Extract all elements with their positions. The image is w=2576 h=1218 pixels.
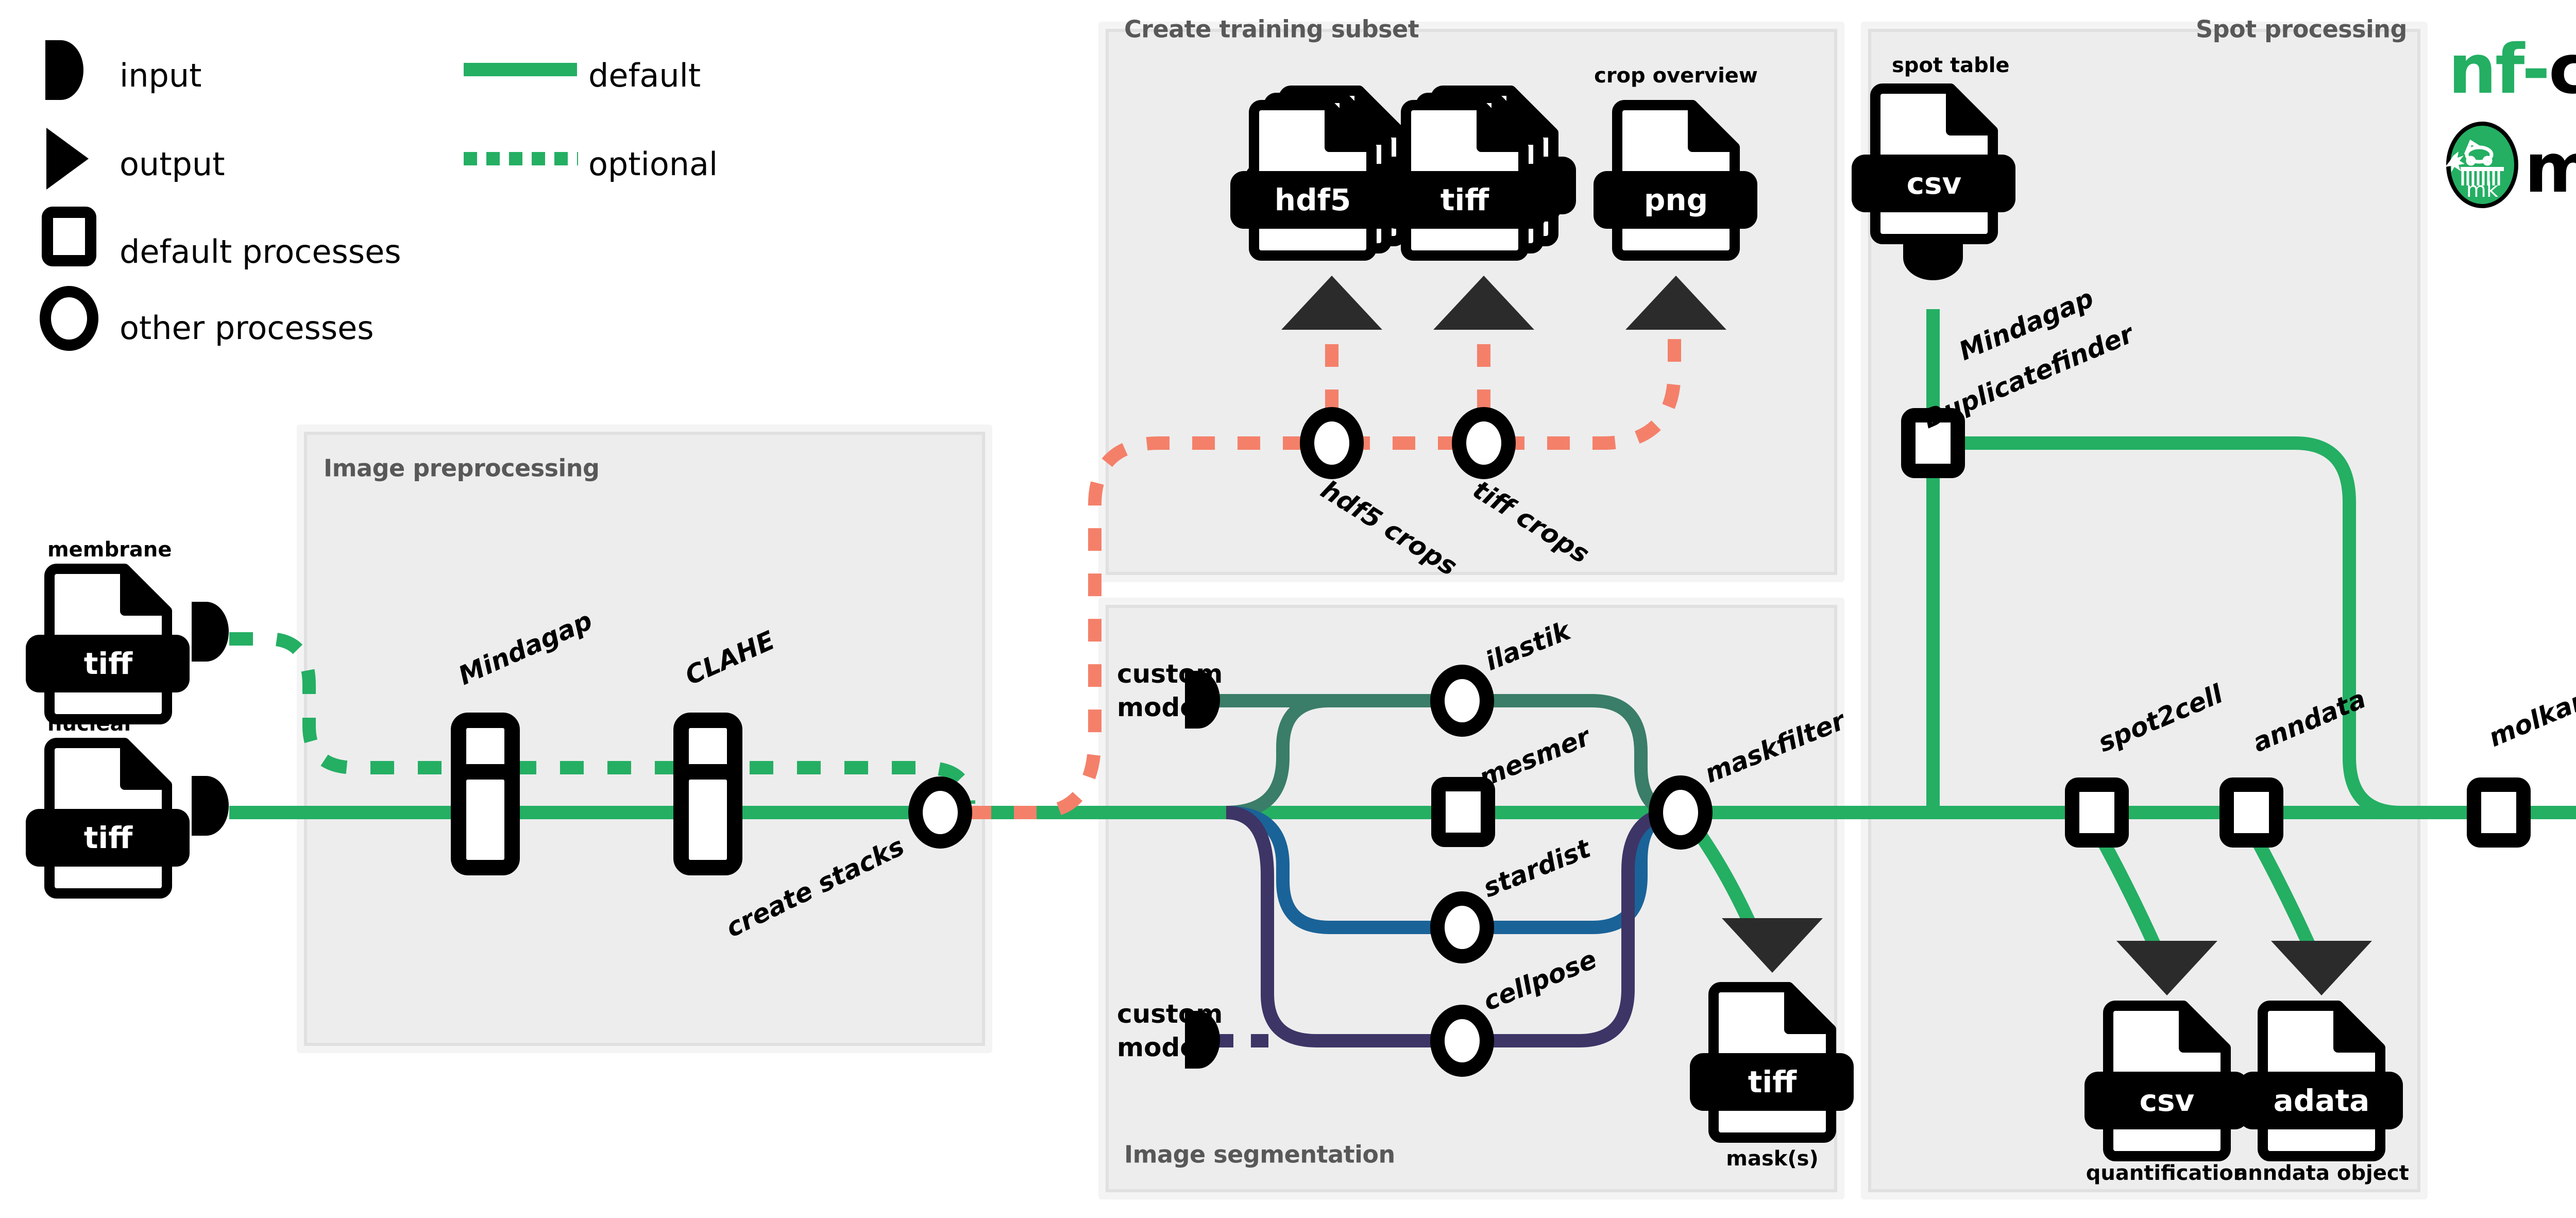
arrow-up-hdf5	[1281, 276, 1382, 330]
process-anndata[interactable]	[2219, 777, 2283, 848]
output-masks-file: tiff	[1690, 987, 1854, 1138]
input-spot-table-caption: spot table	[1892, 54, 2010, 77]
square-icon	[42, 207, 96, 266]
process-cellpose[interactable]	[1430, 1005, 1494, 1077]
input-spot-table-connector	[1903, 241, 1963, 280]
arrow-up-tiff	[1433, 276, 1534, 330]
process-stardist[interactable]	[1430, 891, 1494, 963]
output-crop-overview-caption: crop overview	[1594, 64, 1758, 88]
panel-title: Spot processing	[2196, 15, 2407, 43]
arrow-down-quantification	[2116, 941, 2217, 995]
file-ext-label: tiff	[1440, 182, 1490, 217]
input-spot-table-file: csv	[1852, 89, 2015, 239]
legend-label-default-processes: default processes	[120, 233, 401, 270]
legend: input default output optional default pr…	[40, 40, 718, 351]
arrow-down-anndata	[2271, 941, 2372, 995]
output-tiff-crops-file: tiff	[1382, 91, 1576, 256]
logo-pipeline-name: molkart	[2524, 129, 2576, 208]
panel-image-preprocessing: Image preprocessing	[297, 425, 992, 1053]
panel-title: Image preprocessing	[324, 454, 599, 482]
nf-core-logo: nf-core/	[2445, 30, 2576, 208]
legend-label-default: default	[588, 57, 701, 94]
process-hdf5-crops[interactable]	[1300, 407, 1364, 479]
output-anndata-caption: anndata object	[2234, 1161, 2409, 1185]
input-halfdisc-icon	[45, 40, 83, 100]
input-nuclear-connector	[192, 776, 229, 836]
input-nuclear-file: tiff	[26, 743, 190, 893]
output-anndata-file: adata	[2239, 1006, 2403, 1156]
edge-duplicatefinder-right	[1953, 436, 2401, 819]
arrow-up-png	[1625, 276, 1726, 330]
legend-label-output: output	[120, 145, 225, 183]
process-maskfilter[interactable]	[1649, 775, 1713, 850]
process-label-molkartqc: molkartqc	[2484, 668, 2576, 753]
process-create-stacks[interactable]	[908, 776, 972, 849]
edge-tiffcrops-to-overview	[1502, 312, 1681, 450]
process-tiff-crops[interactable]	[1452, 407, 1516, 479]
process-molkartqc[interactable]	[2467, 777, 2531, 848]
legend-label-other-processes: other processes	[120, 309, 374, 347]
output-crop-overview-file: png	[1594, 105, 1757, 256]
output-triangle-icon	[46, 128, 89, 190]
input-nuclear-caption: nuclear	[47, 712, 134, 736]
edge-membrane-optional	[229, 632, 975, 804]
panel-title: Create training subset	[1124, 15, 1419, 43]
process-ilastik[interactable]	[1430, 665, 1494, 737]
file-ext-label: tiff	[84, 646, 133, 681]
file-ext-label: csv	[1907, 166, 1962, 201]
edge-crop-optional	[969, 436, 1314, 819]
logo-core-text: core/	[2549, 30, 2576, 109]
process-spot2cell[interactable]	[2065, 777, 2129, 848]
input-membrane-file: tiff	[26, 569, 190, 719]
edge-anndata-to-adata	[2248, 831, 2327, 972]
output-quantification-file: csv	[2084, 1006, 2248, 1156]
legend-label-input: input	[120, 57, 201, 94]
output-quantification-caption: quantification	[2086, 1161, 2248, 1185]
edge-spot2cell-to-csv	[2093, 831, 2173, 972]
svg-text:nf-core/: nf-core/	[2448, 30, 2576, 109]
legend-label-optional: optional	[588, 145, 718, 183]
logo-nf-prefix: nf-	[2448, 30, 2549, 109]
custom-model-ilastik-connector	[1185, 671, 1220, 729]
output-masks-caption: mask(s)	[1726, 1147, 1818, 1171]
file-ext-label: hdf5	[1275, 182, 1351, 217]
mk-badge-icon: mk	[2445, 122, 2518, 208]
process-mesmer[interactable]	[1431, 777, 1495, 847]
mk-badge-label: mk	[2466, 178, 2499, 202]
input-membrane-caption: membrane	[47, 538, 172, 562]
solid-line-icon	[464, 63, 577, 76]
file-ext-label: csv	[2140, 1083, 2195, 1118]
panel-title: Image segmentation	[1124, 1140, 1395, 1168]
process-mindagap[interactable]	[451, 713, 520, 875]
process-clahe[interactable]	[673, 713, 742, 875]
input-membrane-connector	[192, 602, 229, 662]
file-ext-label: png	[1644, 182, 1708, 217]
edge-cellpose-branch	[1226, 806, 1443, 1047]
file-ext-label: tiff	[1748, 1064, 1798, 1099]
custom-model-cellpose-connector	[1185, 1011, 1220, 1069]
arrow-down-mask	[1722, 918, 1823, 973]
circle-icon	[40, 286, 98, 351]
process-mindagap-duplicatefinder[interactable]	[1901, 408, 1965, 478]
file-ext-label: adata	[2274, 1083, 2370, 1118]
file-ext-label: tiff	[84, 820, 133, 855]
